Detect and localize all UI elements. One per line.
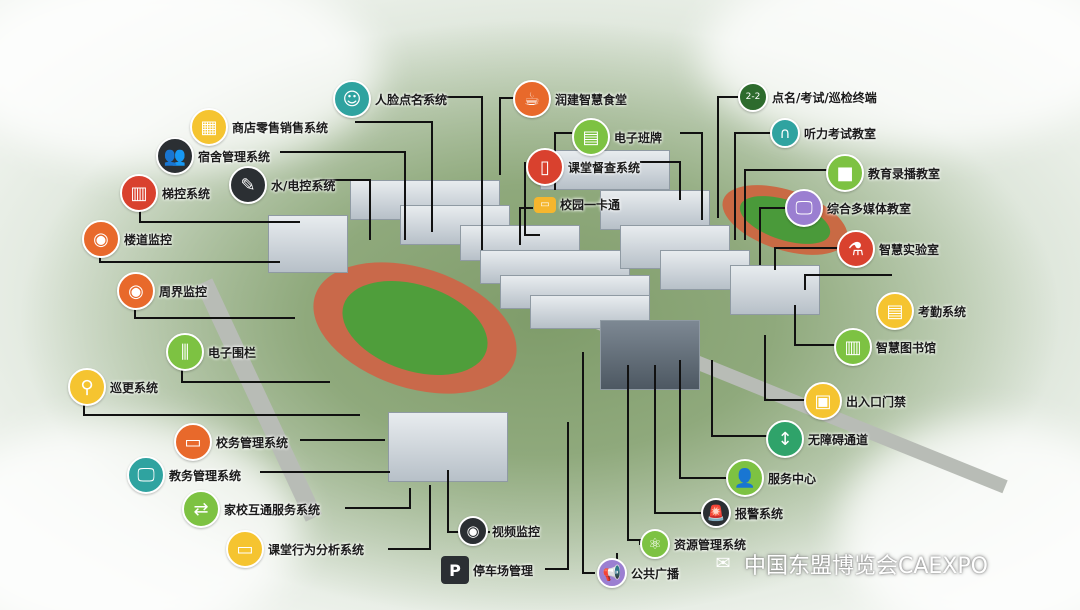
fence-icon: ⫼ (166, 333, 204, 371)
presentation-icon: ▭ (174, 423, 212, 461)
label-listening-room[interactable]: ∩ 听力考试教室 (770, 118, 876, 148)
atom-icon: ⚛ (640, 529, 670, 559)
label-canteen[interactable]: ☕ 润建智慧食堂 (513, 80, 627, 118)
label-campus-card[interactable]: ▭ 校园一卡通 (534, 196, 620, 213)
flask-icon: ⚗ (837, 230, 875, 268)
eye-icon: ◉ (82, 220, 120, 258)
label-retail[interactable]: ▦ 商店零售销售系统 (190, 108, 328, 146)
sync-icon: ⇄ (182, 490, 220, 528)
watermark: ✉ 中国东盟博览会CAEXPO (710, 548, 988, 580)
label-access-gate[interactable]: ▣ 出入口门禁 (804, 382, 906, 420)
label-e-fence[interactable]: ⫼ 电子围栏 (166, 333, 256, 371)
label-barrier-free[interactable]: ↕ 无障碍通道 (766, 420, 868, 458)
person-icon: 👤 (726, 459, 764, 497)
label-dorm[interactable]: 👥 宿舍管理系统 (156, 137, 270, 175)
label-corridor-monitor[interactable]: ◉ 楼道监控 (82, 220, 172, 258)
label-perimeter-monitor[interactable]: ◉ 周界监控 (117, 272, 207, 310)
label-smart-library[interactable]: ▥ 智慧图书馆 (834, 328, 936, 366)
id-card-icon: ▣ (804, 382, 842, 420)
computer-icon: 🖵 (127, 456, 165, 494)
eye-icon: ◉ (117, 272, 155, 310)
updown-arrow-icon: ↕ (766, 420, 804, 458)
patrol-icon: ⚲ (68, 368, 106, 406)
monitor-icon: 🖵 (785, 189, 823, 227)
terminal-icon: 2-2 (738, 82, 768, 112)
parking-icon: P (441, 556, 469, 584)
label-classroom-inspection[interactable]: ▯ 课堂督查系统 (526, 148, 640, 186)
elevator-icon: ▥ (120, 174, 158, 212)
class-sign-icon: ▤ (572, 118, 610, 156)
label-broadcast[interactable]: 📢 公共广播 (597, 558, 679, 588)
label-elevator[interactable]: ▥ 梯控系统 (120, 174, 210, 212)
label-teaching-affairs[interactable]: 🖵 教务管理系统 (127, 456, 241, 494)
label-smart-lab[interactable]: ⚗ 智慧实验室 (837, 230, 939, 268)
label-school-affairs[interactable]: ▭ 校务管理系统 (174, 423, 288, 461)
label-alarm[interactable]: 🚨 报警系统 (701, 498, 783, 528)
books-icon: ▥ (834, 328, 872, 366)
face-icon: ☺ (333, 80, 371, 118)
wechat-icon: ✉ (715, 553, 731, 574)
megaphone-icon: 📢 (597, 558, 627, 588)
label-water-power[interactable]: ✎ 水/电控系统 (229, 166, 335, 204)
alarm-icon: 🚨 (701, 498, 731, 528)
people-icon: 👥 (156, 137, 194, 175)
phone-icon: ▯ (526, 148, 564, 186)
label-classroom-behavior[interactable]: ▭ 课堂行为分析系统 (226, 530, 364, 568)
label-e-class-sign[interactable]: ▤ 电子班牌 (572, 118, 662, 156)
cup-icon: ☕ (513, 80, 551, 118)
label-home-school[interactable]: ⇄ 家校互通服务系统 (182, 490, 320, 528)
clipboard-icon: ▤ (876, 292, 914, 330)
label-face-roll-call[interactable]: ☺ 人脸点名系统 (333, 80, 447, 118)
label-exam-terminal[interactable]: 2-2 点名/考试/巡检终端 (738, 82, 877, 112)
label-service-center[interactable]: 👤 服务中心 (726, 459, 816, 497)
blackboard-icon: ▭ (226, 530, 264, 568)
label-video-monitor[interactable]: ◉ 视频监控 (458, 516, 540, 546)
shop-icon: ▦ (190, 108, 228, 146)
label-parking[interactable]: P 停车场管理 (441, 556, 533, 584)
card-icon: ▭ (534, 196, 556, 213)
eye-icon: ◉ (458, 516, 488, 546)
label-multimedia-room[interactable]: 🖵 综合多媒体教室 (785, 189, 911, 227)
wrench-icon: ✎ (229, 166, 267, 204)
label-resource-mgmt[interactable]: ⚛ 资源管理系统 (640, 529, 746, 559)
video-camera-icon: ■ (826, 154, 864, 192)
watermark-text: 中国东盟博览会CAEXPO (744, 554, 988, 579)
headphones-icon: ∩ (770, 118, 800, 148)
label-attendance[interactable]: ▤ 考勤系统 (876, 292, 966, 330)
label-recording-room[interactable]: ■ 教育录播教室 (826, 154, 940, 192)
label-patrol[interactable]: ⚲ 巡更系统 (68, 368, 158, 406)
